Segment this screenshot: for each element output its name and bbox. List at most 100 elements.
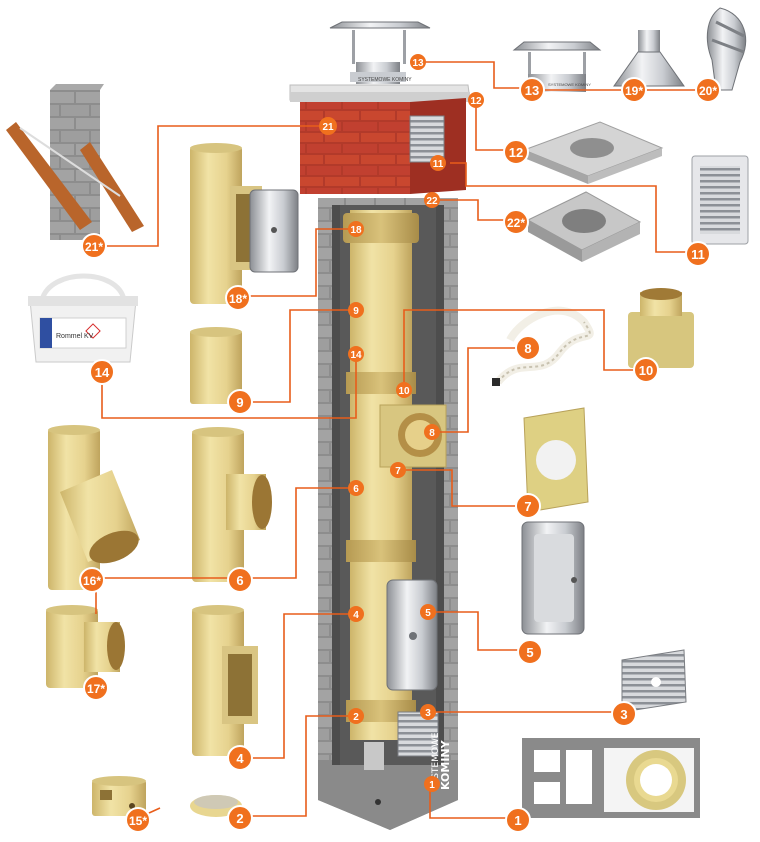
block-brand-line2: KOMINY bbox=[439, 739, 452, 790]
leader-10 bbox=[403, 309, 644, 388]
leader-22 bbox=[438, 199, 516, 221]
cover-slab-hole bbox=[570, 138, 614, 158]
callout-15s: 15* bbox=[125, 807, 151, 833]
callout-7: 7 bbox=[515, 493, 541, 519]
callout-13: 13 bbox=[519, 77, 545, 103]
marker-2: 2 bbox=[348, 708, 364, 724]
mounting-plate-edge-right bbox=[582, 222, 640, 262]
cone-cap-cone-icon bbox=[613, 51, 685, 87]
hazard-icon bbox=[85, 323, 101, 339]
chimney-cap-hood bbox=[329, 21, 431, 29]
chimney-cover-slab bbox=[522, 121, 664, 184]
marker-5: 5 bbox=[420, 604, 436, 620]
vent-grille-head bbox=[409, 115, 445, 163]
mounting-plate bbox=[526, 191, 642, 262]
svg-text:13: 13 bbox=[525, 83, 539, 98]
svg-text:22*: 22* bbox=[507, 216, 525, 230]
cap-collar bbox=[350, 72, 406, 82]
svg-text:11: 11 bbox=[691, 247, 705, 262]
sealant-bucket: Rommel KV bbox=[28, 273, 138, 363]
inspection-tee-top bbox=[190, 143, 242, 153]
block-cavity-2 bbox=[534, 782, 560, 804]
callout-16s: 16* bbox=[79, 567, 105, 593]
svg-text:13: 13 bbox=[412, 58, 424, 69]
mini-cap-leg-right bbox=[583, 52, 586, 74]
callout-6: 6 bbox=[227, 567, 253, 593]
callout-22s: 22* bbox=[503, 209, 529, 235]
callout-14: 14 bbox=[89, 359, 115, 385]
callout-21s: 21* bbox=[81, 233, 107, 259]
block-brand-print: SYSTEMOWE KOMINY bbox=[431, 732, 452, 790]
leader-5 bbox=[428, 611, 528, 651]
callout-11: 11 bbox=[685, 241, 711, 267]
connector-wall-plate bbox=[523, 407, 589, 513]
chimney-block-section bbox=[522, 738, 700, 818]
svg-text:12: 12 bbox=[509, 145, 523, 160]
svg-text:10: 10 bbox=[639, 363, 653, 378]
roof-wire bbox=[19, 127, 121, 197]
inspection-tee-pipe bbox=[190, 146, 242, 304]
ventilation-grate bbox=[397, 711, 439, 757]
svg-text:14: 14 bbox=[350, 350, 362, 361]
svg-text:5: 5 bbox=[526, 645, 533, 660]
leader-11 bbox=[450, 162, 698, 253]
angled-tee-45 bbox=[48, 425, 140, 590]
cleaning-door-part bbox=[521, 521, 585, 635]
block-flue-bore bbox=[640, 764, 672, 796]
callout-17s: 17* bbox=[83, 675, 109, 701]
svg-text:12: 12 bbox=[470, 96, 482, 107]
svg-text:21: 21 bbox=[322, 122, 334, 133]
insulation-sleeve bbox=[628, 288, 694, 368]
callout-19: 19* bbox=[621, 77, 647, 103]
svg-text:5: 5 bbox=[425, 608, 431, 619]
pipe-sleeve-lower bbox=[346, 540, 416, 562]
leader-2 bbox=[240, 715, 356, 817]
condensate-base bbox=[92, 776, 146, 816]
leader-13 bbox=[418, 61, 530, 89]
svg-text:22: 22 bbox=[426, 196, 438, 207]
pipe-segment-body bbox=[190, 330, 242, 404]
cone-cap bbox=[613, 30, 685, 87]
roof-mounting-detail bbox=[6, 84, 144, 240]
block-cavity-1 bbox=[534, 750, 560, 772]
drain-hole bbox=[375, 799, 381, 805]
short-tee-90 bbox=[46, 605, 125, 688]
marker-8: 8 bbox=[424, 424, 440, 440]
leader-1 bbox=[429, 786, 516, 819]
leader-14 bbox=[101, 354, 357, 419]
upper-flue-sleeve bbox=[343, 213, 419, 243]
marker-13: 13 bbox=[410, 54, 426, 70]
sleeve-opening bbox=[640, 288, 682, 300]
door-part-knob bbox=[571, 577, 577, 583]
svg-text:11: 11 bbox=[433, 159, 444, 170]
cleaning-door-handle bbox=[409, 632, 417, 640]
pipe-segment-top bbox=[190, 327, 242, 337]
short-tee-mouth bbox=[107, 622, 125, 670]
callout-4: 4 bbox=[227, 745, 253, 771]
callout-5: 5 bbox=[517, 639, 543, 665]
sealing-rope bbox=[492, 306, 594, 386]
bucket-handle bbox=[39, 273, 127, 301]
leader-7 bbox=[400, 469, 526, 507]
marker-21: 21 bbox=[319, 117, 337, 135]
inspection-pipe bbox=[192, 605, 258, 756]
roof-rafter-right bbox=[80, 142, 144, 232]
main-chimney: SYSTEMOWE KOMINY bbox=[318, 198, 458, 830]
rope-end bbox=[492, 378, 500, 386]
chimney-foundation-tip bbox=[318, 760, 458, 830]
marker-6: 6 bbox=[348, 480, 364, 496]
cover-slab-edge-right bbox=[588, 148, 662, 184]
cap-leg-left bbox=[352, 30, 355, 64]
leader-4 bbox=[240, 613, 356, 759]
svg-text:3: 3 bbox=[425, 708, 431, 719]
condensate-drain bbox=[364, 742, 384, 770]
bucket-brand: Rommel KV bbox=[56, 333, 94, 340]
block-brand-line1: SYSTEMOWE bbox=[431, 732, 441, 790]
svg-text:7: 7 bbox=[395, 466, 401, 477]
marker-7: 7 bbox=[390, 462, 406, 478]
leader-9 bbox=[240, 309, 356, 403]
mini-cap-brand-print: SYSTEMOWE KOMINY bbox=[548, 82, 591, 87]
svg-text:3: 3 bbox=[620, 707, 627, 722]
roof-block-top bbox=[50, 84, 104, 90]
